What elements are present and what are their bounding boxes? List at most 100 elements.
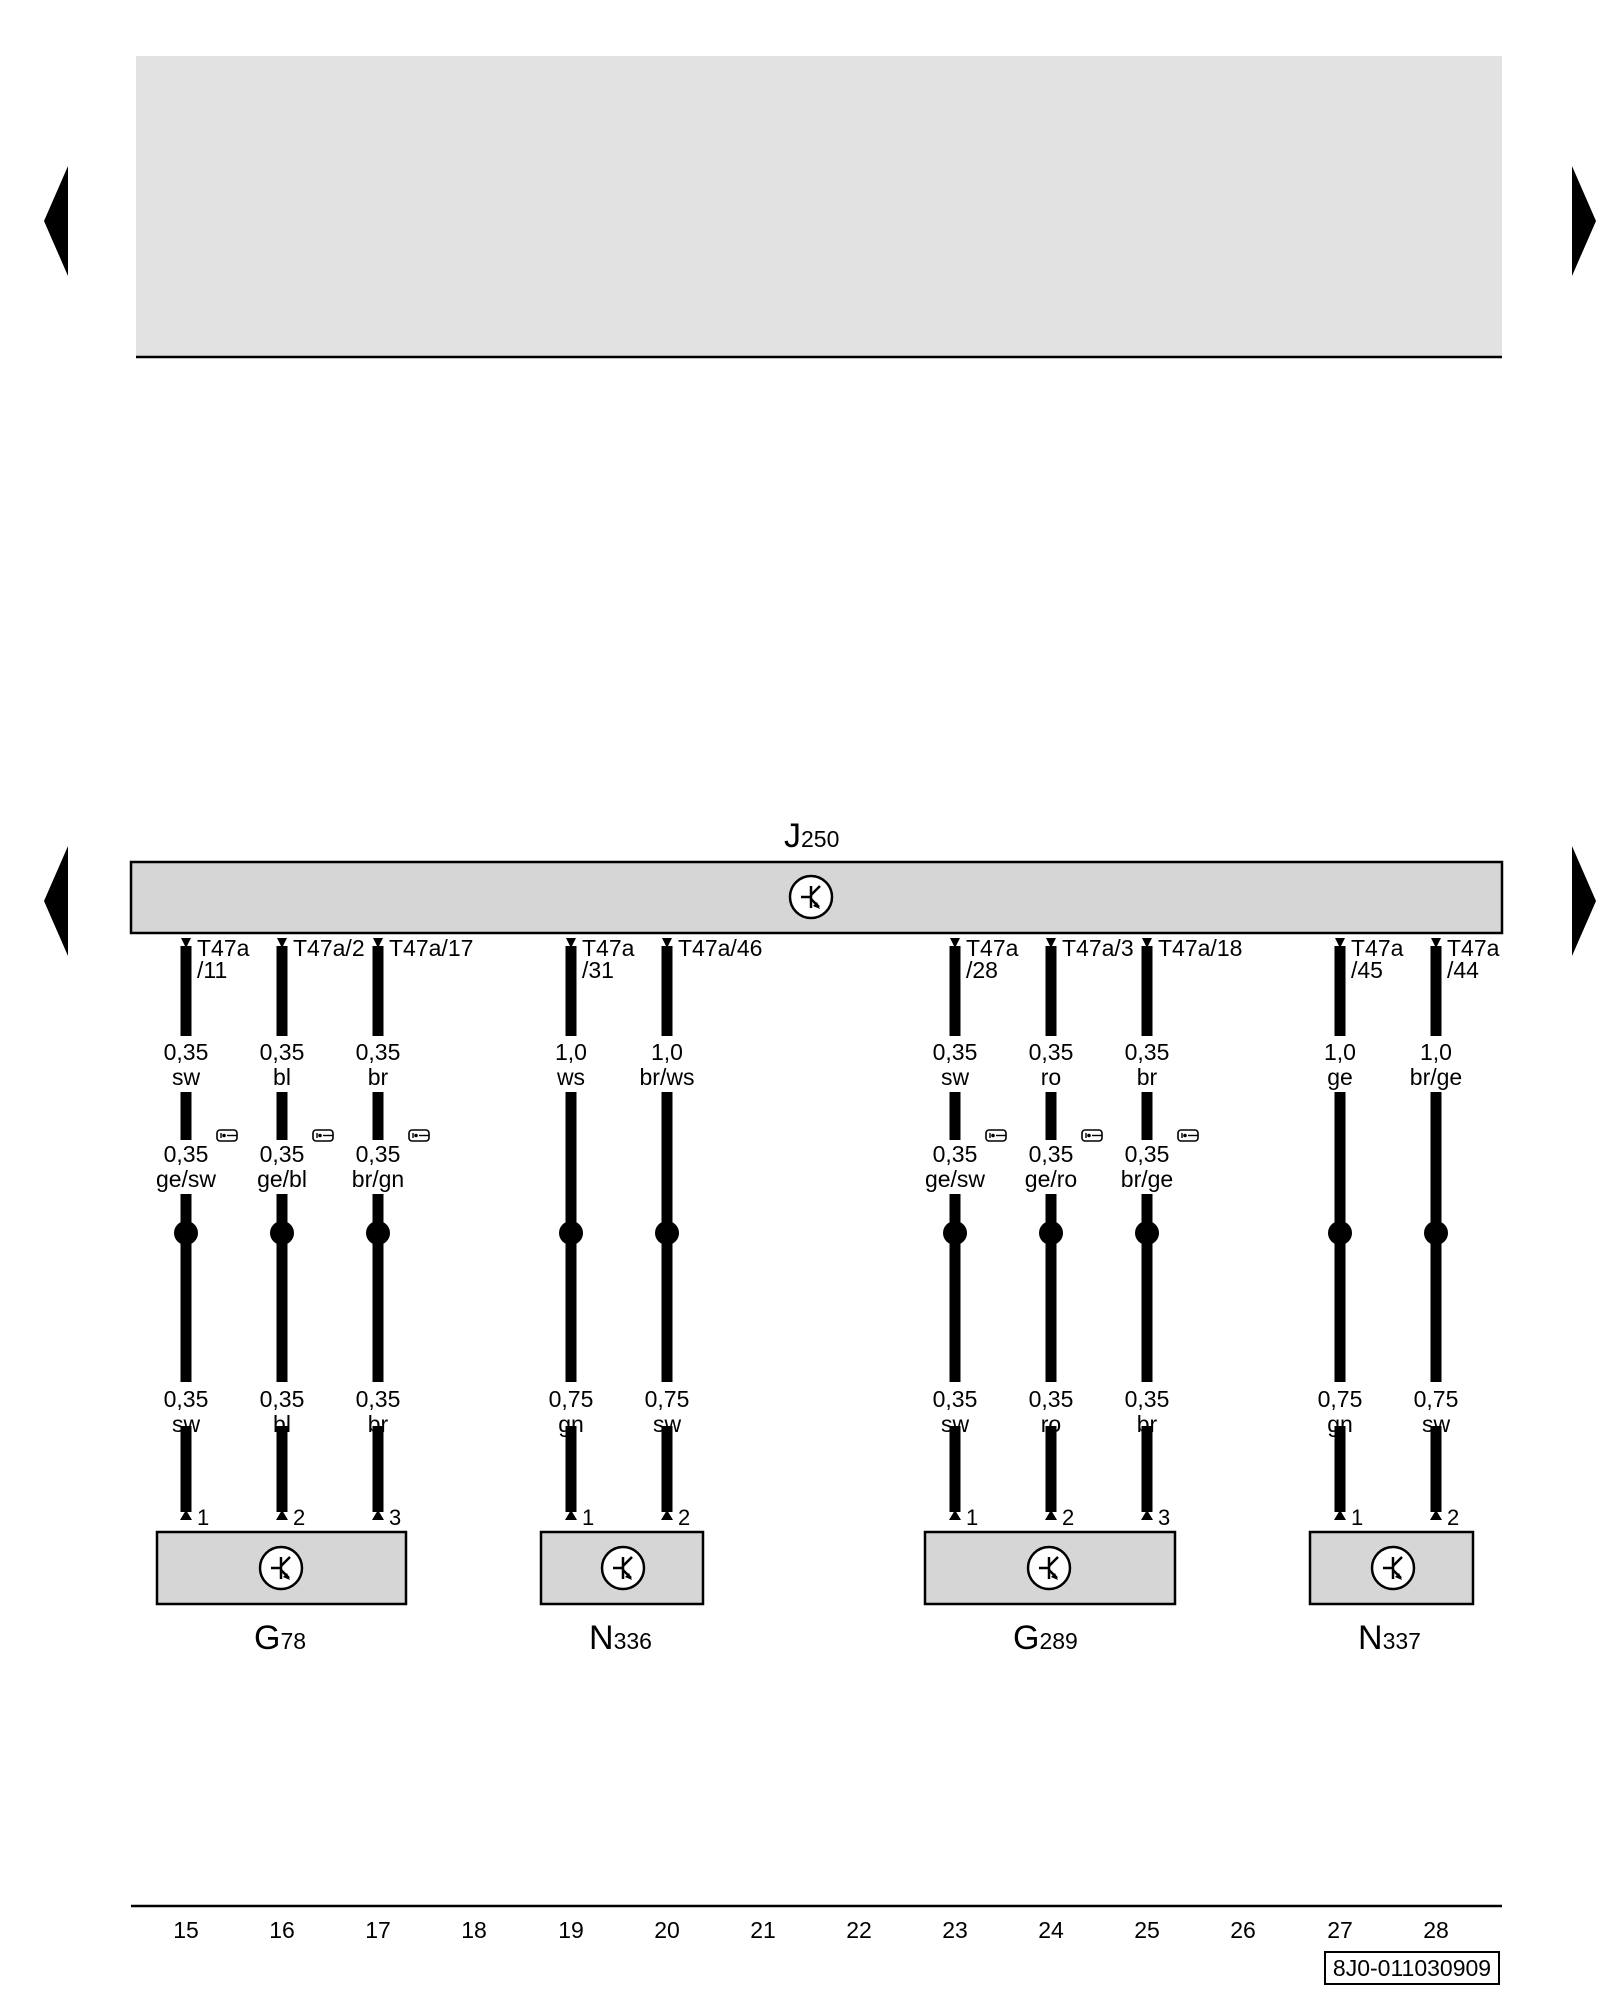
track-number: 26 — [1230, 1917, 1256, 1943]
electronic-component-icon — [600, 1545, 646, 1591]
connector-label: T47a/46 — [678, 935, 762, 961]
connector-label: /31 — [582, 957, 614, 983]
wire-gauge-label: 0,35 — [260, 1141, 305, 1167]
pin-number: 1 — [197, 1505, 209, 1530]
wire-gauge-label: 0,35 — [1029, 1141, 1074, 1167]
pin-arrow-icon — [276, 1510, 288, 1520]
wire-color-label: ws — [556, 1064, 585, 1090]
pin-arrow-icon — [1045, 1510, 1057, 1520]
track-number: 28 — [1423, 1917, 1449, 1943]
wire-gauge-label: 1,0 — [651, 1039, 683, 1065]
component-label-n336: N336 — [589, 1619, 652, 1657]
doc-number: 8J0-011030909 — [1333, 1955, 1491, 1981]
header-band — [136, 56, 1502, 356]
shielded-cable-icon — [408, 1129, 430, 1142]
pin-number: 2 — [678, 1505, 690, 1530]
connector-label: /44 — [1447, 957, 1479, 983]
pin-arrow-icon — [565, 1510, 577, 1520]
wire-gauge-label: 0,35 — [260, 1039, 305, 1065]
wire-color-label: br/gn — [352, 1166, 404, 1192]
pin-number: 1 — [966, 1505, 978, 1530]
track-number: 23 — [942, 1917, 968, 1943]
shielded-cable-icon — [1177, 1129, 1199, 1142]
wire-gauge-label: 0,35 — [164, 1386, 209, 1412]
wire-gauge-label: 0,35 — [164, 1141, 209, 1167]
prev-page-arrow-icon[interactable] — [44, 166, 68, 276]
pin-number: 2 — [1062, 1505, 1074, 1530]
track-number: 22 — [846, 1917, 872, 1943]
track-number: 17 — [365, 1917, 391, 1943]
connector-label: T47a — [1447, 935, 1500, 961]
pin-number: 2 — [1447, 1505, 1459, 1530]
next-page-arrow-icon[interactable] — [1572, 166, 1596, 276]
connector-label: T47a/3 — [1062, 935, 1134, 961]
electronic-component-icon — [788, 874, 834, 920]
wire-harness: T47a/110,35sw0,35ge/sw0,35sw1T47a/20,35b… — [156, 935, 1500, 1530]
connector-label: T47a — [582, 935, 635, 961]
pin-number: 1 — [1351, 1505, 1363, 1530]
wire-color-label: sw — [941, 1064, 970, 1090]
splice-point — [1039, 1221, 1063, 1245]
wire-color-label: sw — [172, 1064, 201, 1090]
pin-number: 3 — [389, 1505, 401, 1530]
connector-label: /28 — [966, 957, 998, 983]
wire-color-label: br/ge — [1121, 1166, 1173, 1192]
wire-color-label: br — [368, 1064, 389, 1090]
shielded-cable-icon — [1081, 1129, 1103, 1142]
wire-gauge-label: 0,35 — [260, 1386, 305, 1412]
wire-color-label: bl — [273, 1064, 291, 1090]
connector-label: T47a/2 — [293, 935, 365, 961]
component-label-n337: N337 — [1358, 1619, 1421, 1657]
connector-label: T47a — [197, 935, 250, 961]
pin-arrow-icon — [1334, 1510, 1346, 1520]
wire-gauge-label: 0,75 — [645, 1386, 690, 1412]
wire-gauge-label: 0,35 — [164, 1039, 209, 1065]
pin-arrow-icon — [180, 1510, 192, 1520]
wire-color-label: ge/sw — [925, 1166, 985, 1192]
pin-number: 2 — [293, 1505, 305, 1530]
wire-gauge-label: 0,35 — [1125, 1141, 1170, 1167]
component-box-n337 — [1308, 1530, 1475, 1606]
component-box-g78 — [155, 1530, 408, 1606]
wire-gauge-label: 0,35 — [1125, 1386, 1170, 1412]
track-number: 20 — [654, 1917, 680, 1943]
pin-number: 1 — [582, 1505, 594, 1530]
track-number: 16 — [269, 1917, 295, 1943]
pin-arrow-icon — [1141, 1510, 1153, 1520]
wire-gauge-label: 0,35 — [1125, 1039, 1170, 1065]
electronic-component-icon — [258, 1545, 304, 1591]
next-section-arrow-icon[interactable] — [1572, 846, 1596, 956]
prev-section-arrow-icon[interactable] — [44, 846, 68, 956]
wire-color-label: ge — [1327, 1064, 1353, 1090]
track-number: 24 — [1038, 1917, 1064, 1943]
wire-color-label: br/ge — [1410, 1064, 1462, 1090]
splice-point — [174, 1221, 198, 1245]
component-label-g78: G78 — [254, 1619, 306, 1657]
connector-label: T47a — [1351, 935, 1404, 961]
track-number: 19 — [558, 1917, 584, 1943]
components: G78 N336 G289 N337 — [155, 1530, 1475, 1657]
wire-gauge-label: 0,35 — [1029, 1039, 1074, 1065]
pin-number: 3 — [1158, 1505, 1170, 1530]
wire-gauge-label: 1,0 — [1324, 1039, 1356, 1065]
main-unit-label: J250 — [784, 817, 839, 855]
wire-color-label: br/ws — [640, 1064, 695, 1090]
wire-gauge-label: 0,35 — [356, 1386, 401, 1412]
shielded-cable-icon — [985, 1129, 1007, 1142]
electronic-component-icon — [1370, 1545, 1416, 1591]
doc-number-box — [1324, 1951, 1500, 1985]
track-number: 27 — [1327, 1917, 1353, 1943]
splice-point — [943, 1221, 967, 1245]
wire-gauge-label: 0,75 — [1414, 1386, 1459, 1412]
pin-arrow-icon — [1430, 1510, 1442, 1520]
component-label-g289: G289 — [1013, 1619, 1078, 1657]
